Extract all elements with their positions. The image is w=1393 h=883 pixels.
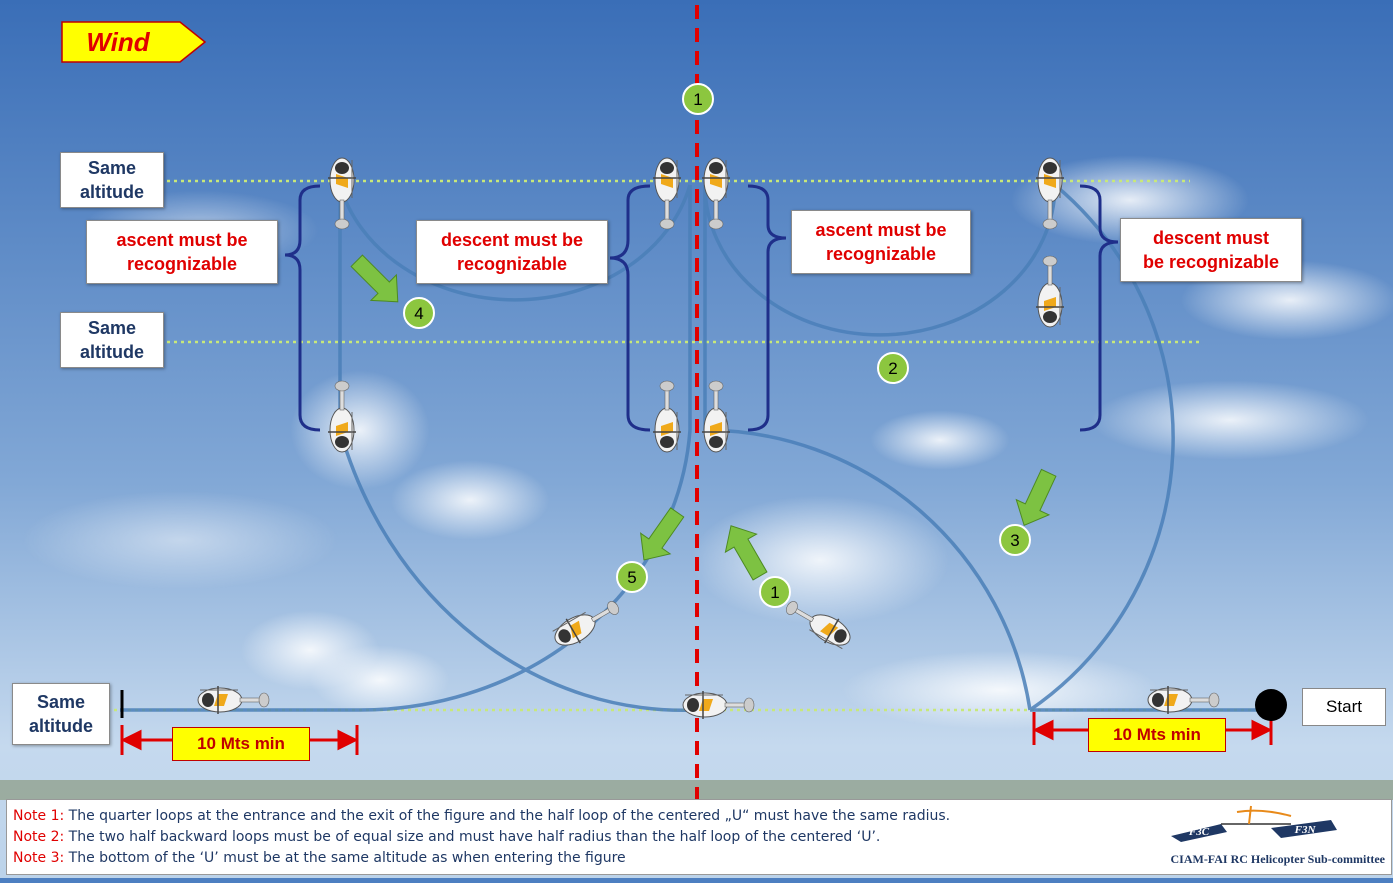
distance-right-label: 10 Mts min xyxy=(1088,718,1226,752)
svg-text:3: 3 xyxy=(1010,531,1019,550)
ciam-logo: F3C F3N xyxy=(1171,805,1337,842)
marker-5: 5 xyxy=(616,561,648,593)
note-2: Note 2: The two half backward loops must… xyxy=(13,829,880,845)
svg-text:4: 4 xyxy=(414,304,423,323)
flight-path xyxy=(120,183,1260,713)
svg-text:1: 1 xyxy=(770,583,779,602)
wind-badge: Wind xyxy=(61,21,207,63)
marker-3: 3 xyxy=(999,524,1031,556)
marker-1-top: 1 xyxy=(682,83,714,115)
ascent-left-label: ascent must be recognizable xyxy=(86,220,278,284)
start-dot xyxy=(1255,689,1287,721)
green-arrows xyxy=(350,254,1057,581)
note-3: Note 3: The bottom of the ‘U’ must be at… xyxy=(13,850,626,866)
distance-left-label: 10 Mts min xyxy=(172,727,310,761)
brackets xyxy=(284,184,1119,432)
note-1-key: Note 1: xyxy=(13,808,65,824)
same-altitude-top-label: Same altitude xyxy=(60,152,164,208)
start-label: Start xyxy=(1302,688,1386,726)
note-1-text: The quarter loops at the entrance and th… xyxy=(64,808,951,824)
arrow-3 xyxy=(1015,468,1057,527)
note-2-key: Note 2: xyxy=(13,829,65,845)
arrow-1b xyxy=(724,525,768,581)
markers: 1 2 3 4 5 1 xyxy=(403,83,1031,608)
marker-1-bottom: 1 xyxy=(759,576,791,608)
marker-4: 4 xyxy=(403,297,435,329)
arrow-5 xyxy=(640,507,685,561)
svg-text:5: 5 xyxy=(627,568,636,587)
note-1: Note 1: The quarter loops at the entranc… xyxy=(13,808,950,824)
same-altitude-bottom-label: Same altitude xyxy=(12,683,110,745)
arrow-4 xyxy=(350,254,399,303)
note-2-text: The two half backward loops must be of e… xyxy=(64,829,881,845)
descent-right-label: descent must be recognizable xyxy=(1120,218,1302,282)
marker-2: 2 xyxy=(877,352,909,384)
notes-panel: Note 1: The quarter loops at the entranc… xyxy=(6,799,1392,875)
descent-center-label: descent must be recognizable xyxy=(416,220,608,284)
logo-f3n: F3N xyxy=(1294,824,1317,836)
note-3-text: The bottom of the ‘U’ must be at the sam… xyxy=(64,850,626,866)
svg-text:1: 1 xyxy=(693,90,702,109)
logo-caption: CIAM-FAI RC Helicopter Sub-committee xyxy=(1170,852,1385,866)
svg-text:2: 2 xyxy=(888,359,897,378)
wind-label: Wind xyxy=(86,27,150,57)
ascent-center-label: ascent must be recognizable xyxy=(791,210,971,274)
same-altitude-mid-label: Same altitude xyxy=(60,312,164,368)
note-3-key: Note 3: xyxy=(13,850,65,866)
logo-f3c: F3C xyxy=(1188,826,1210,838)
